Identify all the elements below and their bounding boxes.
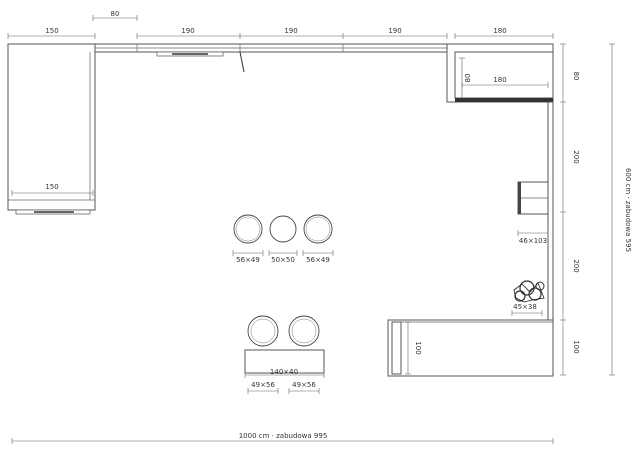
stool-2 [268, 215, 298, 256]
stool-3 [302, 214, 334, 256]
right-wall-segment-2: 200 [572, 259, 580, 272]
dim-right-block: 180 [493, 27, 506, 35]
bottom-dimension-line [11, 438, 554, 444]
total-height-label: 600 cm · zabudowa 595 [624, 168, 632, 252]
dim-segment-3: 190 [388, 27, 401, 35]
stool-3-label: 56×49 [306, 256, 330, 264]
chair-2 [288, 315, 320, 347]
stool-2-label: 50×50 [271, 256, 295, 264]
stool-1-label: 56×49 [236, 256, 260, 264]
plant-label: 45×38 [513, 303, 537, 311]
counter-depth-label: 100 [414, 341, 422, 354]
top-dimension-lines [7, 15, 554, 39]
side-unit [517, 181, 549, 236]
chair-1 [247, 315, 279, 347]
total-width-label: 1000 cm · zabudowa 995 [239, 432, 328, 440]
dim-left-block: 150 [45, 27, 58, 35]
dim-segment-2: 190 [284, 27, 297, 35]
dim-corner-gap: 80 [111, 10, 120, 18]
left-cabinet-width: 150 [45, 183, 58, 191]
door-swing-mark [239, 51, 245, 73]
corner-shelf-side-depth: 80 [572, 72, 580, 81]
dim-segment-1: 190 [181, 27, 194, 35]
counter [387, 319, 554, 377]
plant [511, 280, 545, 316]
corner-shelf-depth: 80 [464, 74, 472, 83]
corner-shelf-width: 180 [493, 76, 506, 84]
side-unit-label: 46×103 [519, 237, 547, 245]
corner-shelf [446, 43, 554, 103]
ceiling-light-fixture [156, 51, 224, 57]
chair-2-label: 49×56 [292, 381, 316, 389]
right-wall [547, 43, 615, 376]
bench-label: 140×40 [270, 368, 298, 376]
right-wall-segment-1: 200 [572, 150, 580, 163]
stool-1 [232, 214, 264, 256]
chair-1-label: 49×56 [251, 381, 275, 389]
left-cabinet [7, 43, 96, 215]
bench [244, 349, 325, 394]
right-wall-segment-3: 100 [572, 340, 580, 353]
